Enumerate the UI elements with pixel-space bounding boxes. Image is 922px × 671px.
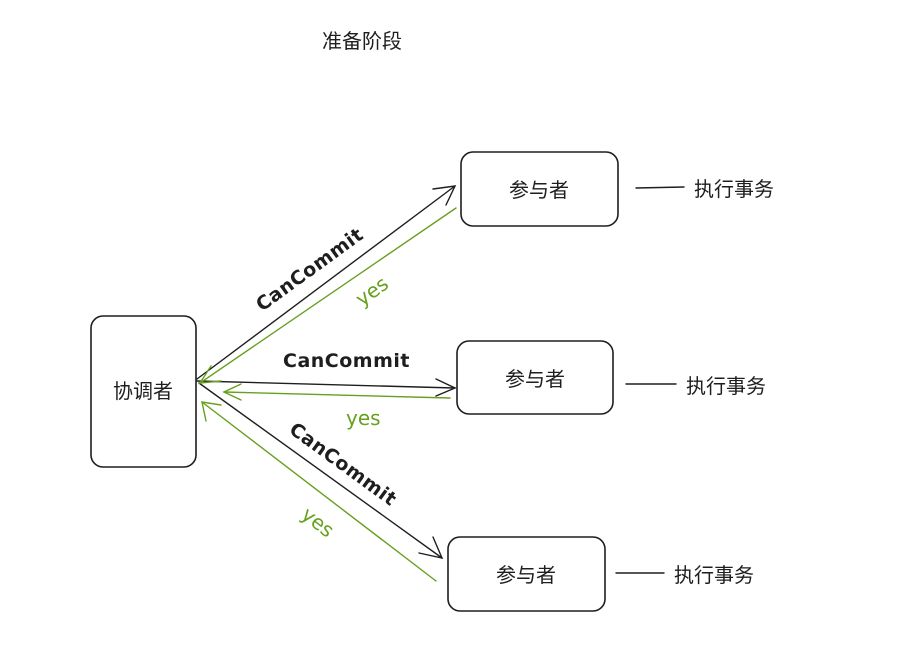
response-label-3: yes — [297, 502, 339, 542]
response-arrow-3 — [201, 401, 437, 582]
participant-node-2[interactable]: 参与者 — [456, 340, 614, 415]
participant-box-1 — [460, 151, 619, 227]
request-label-1: CanCommit — [252, 224, 368, 316]
participant-action-3: 执行事务 — [674, 563, 754, 587]
participant-box-2 — [456, 340, 614, 415]
participant-box-3 — [447, 536, 606, 612]
response-arrow-2 — [222, 383, 451, 401]
participant-node-1[interactable]: 参与者 — [460, 151, 619, 227]
participant-label-2: 参与者 — [505, 367, 565, 391]
coordinator-box — [90, 315, 197, 468]
diagram-title: 准备阶段 — [322, 29, 402, 53]
request-label-3: CanCommit — [285, 418, 401, 510]
coordinator-node[interactable]: 协调者 — [90, 315, 197, 468]
participant-label-1: 参与者 — [509, 178, 569, 202]
participant-action-2: 执行事务 — [686, 374, 766, 398]
response-label-2: yes — [346, 406, 381, 430]
response-label-1: yes — [351, 271, 393, 311]
request-arrow-3 — [198, 382, 444, 559]
participant-label-3: 参与者 — [496, 563, 556, 587]
request-arrow-1 — [196, 185, 457, 380]
request-label-2: CanCommit — [283, 350, 410, 372]
request-arrow-2 — [196, 378, 457, 397]
action-connector-1 — [635, 186, 685, 189]
coordinator-label: 协调者 — [113, 379, 173, 403]
response-arrow-1 — [198, 207, 457, 384]
participant-node-3[interactable]: 参与者 — [447, 536, 606, 612]
participant-action-1: 执行事务 — [694, 177, 774, 201]
